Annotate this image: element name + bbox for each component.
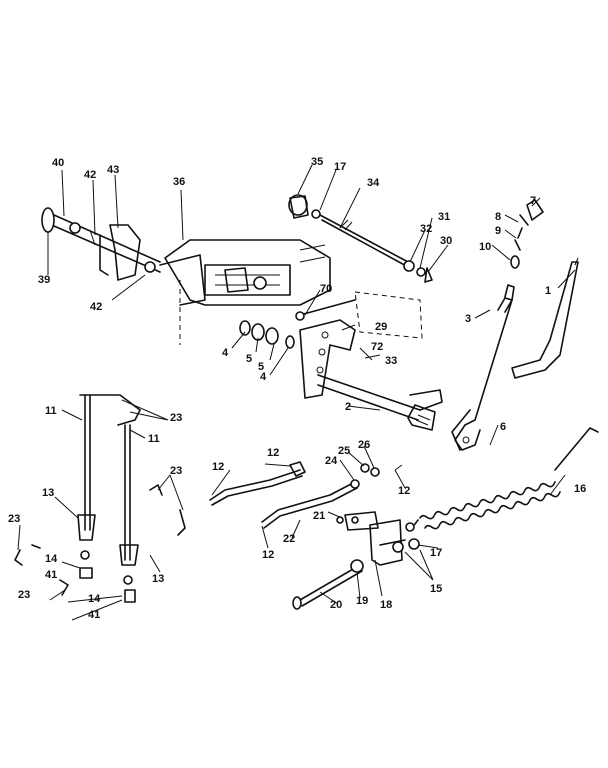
callout-23: 23: [18, 589, 30, 601]
callout-6: 6: [500, 421, 506, 433]
leader-lines: [17, 164, 576, 621]
callout-13: 13: [42, 487, 54, 499]
callout-7: 7: [530, 195, 536, 207]
callout-22: 22: [283, 533, 295, 545]
cross-shaft-2: [295, 299, 443, 431]
callout-19: 19: [356, 595, 368, 607]
callout-2: 2: [345, 401, 351, 413]
callout-12: 12: [262, 549, 274, 561]
callout-17: 17: [430, 547, 442, 559]
callout-14: 14: [45, 553, 58, 565]
callout-5: 5: [246, 353, 252, 365]
callout-29: 29: [375, 321, 387, 333]
callout-33: 33: [385, 355, 397, 367]
callout-12: 12: [212, 461, 224, 473]
callout-23: 23: [170, 465, 182, 477]
reference-outline: [354, 291, 423, 339]
callout-16: 16: [574, 483, 586, 495]
callout-70: 70: [320, 283, 332, 295]
callout-14: 14: [88, 593, 101, 605]
callout-40: 40: [52, 157, 64, 169]
callout-42: 42: [90, 301, 102, 313]
spring-16: [411, 427, 599, 530]
shaft-arm-assembly: [41, 207, 161, 281]
rod-34-assembly: [288, 194, 433, 283]
callout-11: 11: [148, 433, 160, 445]
callout-41: 41: [45, 569, 57, 581]
pin-clip-7-10: [510, 199, 544, 269]
callout-17: 17: [334, 161, 346, 173]
bracket-18-bolt-20: [292, 519, 420, 610]
bushings-4-5: [239, 320, 295, 349]
callout-13: 13: [152, 573, 164, 585]
callout-43: 43: [107, 164, 119, 176]
callout-20: 20: [330, 599, 342, 611]
callout-4: 4: [222, 347, 229, 359]
callout-24: 24: [325, 455, 338, 467]
callout-32: 32: [420, 223, 432, 235]
callout-31: 31: [438, 211, 450, 223]
callout-39: 39: [38, 274, 50, 286]
callout-10: 10: [479, 241, 491, 253]
callout-42: 42: [84, 169, 96, 181]
callout-23: 23: [8, 513, 20, 525]
callout-labels: 1 2 3 4 5 5 4 6 7 8 9 10 11 11 23 12 12 …: [8, 156, 586, 621]
callout-18: 18: [380, 599, 392, 611]
frame-section: [159, 239, 331, 345]
callout-36: 36: [173, 176, 185, 188]
callout-9: 9: [495, 225, 501, 237]
callout-72: 72: [371, 341, 383, 353]
callout-8: 8: [495, 211, 501, 223]
hook-links-23: [14, 484, 186, 596]
linkage-rods: [209, 461, 403, 531]
callout-12: 12: [267, 447, 279, 459]
callout-12: 12: [398, 485, 410, 497]
lever-handle-3: [451, 284, 515, 451]
callout-41: 41: [88, 609, 100, 621]
vertical-rods-left: [77, 394, 141, 603]
callout-23: 23: [170, 412, 182, 424]
callout-21: 21: [313, 510, 325, 522]
callout-34: 34: [367, 177, 380, 189]
callout-5: 5: [258, 361, 264, 373]
callout-30: 30: [440, 235, 452, 247]
callout-1: 1: [545, 285, 551, 297]
lever-grip-1: [511, 257, 579, 379]
callout-35: 35: [311, 156, 323, 168]
callout-25: 25: [338, 445, 350, 457]
callout-26: 26: [358, 439, 370, 451]
callout-11: 11: [45, 405, 57, 417]
callout-4: 4: [260, 371, 267, 383]
callout-15: 15: [430, 583, 442, 595]
callout-3: 3: [465, 313, 471, 325]
